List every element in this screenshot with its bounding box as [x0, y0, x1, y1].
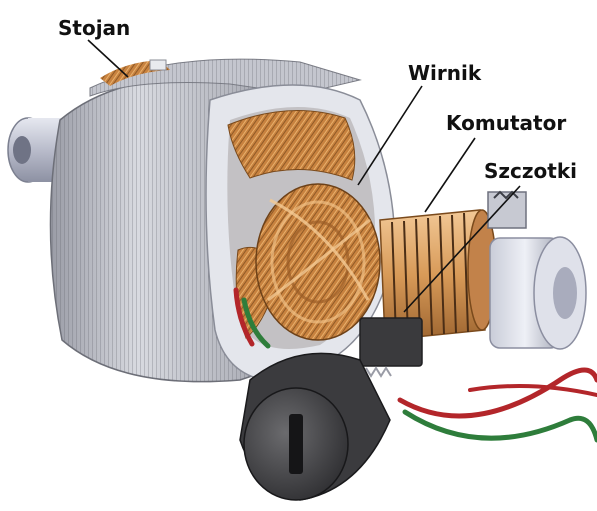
brush-assembly	[359, 190, 527, 378]
commutator	[379, 209, 497, 341]
label-rotor: Wirnik	[408, 61, 482, 85]
leader-line-rotor	[357, 85, 423, 186]
leader-line-brushes	[403, 185, 521, 313]
rotor-armature	[255, 183, 381, 341]
brush-cap	[239, 352, 391, 501]
lead-wires	[233, 287, 597, 443]
right-bearing	[489, 236, 587, 350]
label-commutator: Komutator	[446, 111, 566, 135]
label-brushes: Szczotki	[484, 159, 577, 183]
leader-lines	[87, 39, 521, 313]
label-stator: Stojan	[58, 16, 130, 40]
leader-line-stator	[87, 39, 129, 78]
leader-line-commutator	[424, 137, 476, 213]
